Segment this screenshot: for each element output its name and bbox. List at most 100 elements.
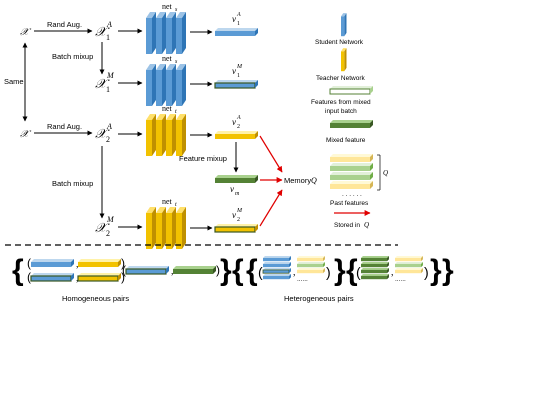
svg-text:}: }	[334, 254, 346, 287]
legend-student-icon	[341, 13, 347, 37]
svg-text:M: M	[236, 64, 243, 70]
svg-text:}: }	[220, 254, 232, 287]
svg-text:s: s	[175, 59, 178, 65]
label-vm: v m	[230, 184, 240, 197]
teacher-network-2	[146, 207, 186, 249]
svg-text:Stored in: Stored in	[334, 222, 360, 229]
svg-text:M: M	[106, 215, 115, 224]
svg-text:,: ,	[171, 266, 174, 277]
svg-text:v: v	[232, 14, 236, 24]
heterogeneous-pairs-label: Heterogeneous pairs	[284, 294, 354, 303]
svg-text:net: net	[162, 197, 173, 206]
svg-text:net: net	[162, 2, 173, 11]
legend-mixed-input-icon	[329, 85, 374, 95]
svg-text:1: 1	[237, 73, 240, 79]
ellipsis-1: ......	[297, 276, 308, 283]
svg-text:net: net	[162, 54, 173, 63]
edge-label-rand-aug-mid: Rand Aug.	[47, 122, 82, 131]
node-x2A: 𝒳 2 A	[95, 122, 112, 144]
svg-text:. . . . . .: . . . . . .	[342, 191, 362, 198]
edge-label-batch-mixup-top: Batch mixup	[52, 52, 93, 61]
node-x1A: 𝒳 1 A	[95, 20, 112, 42]
svg-text:v: v	[232, 117, 236, 127]
svg-text:}: }	[430, 254, 442, 287]
svg-text:Q: Q	[364, 221, 369, 229]
svg-text:{: {	[246, 254, 258, 287]
ellipsis-2: ......	[395, 276, 406, 283]
svg-text:A: A	[106, 122, 112, 131]
svg-text:net: net	[162, 104, 173, 113]
legend-mixed-input-label-1: Features from mixed	[311, 99, 371, 106]
svg-text:2: 2	[106, 229, 110, 238]
legend-student-label: Student Network	[315, 39, 364, 46]
edge-label-feature-mixup: Feature mixup	[179, 154, 227, 163]
svg-text:M: M	[106, 71, 115, 80]
svg-text:Q: Q	[311, 176, 317, 185]
node-x-mid: 𝒳	[20, 129, 32, 140]
arrow-v2A-to-memory	[259, 135, 283, 173]
edge-label-same: Same	[4, 77, 24, 86]
svg-text:M: M	[236, 208, 243, 214]
svg-text:t: t	[175, 109, 177, 115]
legend-past-features-label: Past features	[330, 200, 369, 207]
feature-bar-v1M	[214, 79, 259, 89]
svg-text:(: (	[258, 264, 263, 280]
svg-text:A: A	[106, 20, 112, 29]
homogeneous-pairs-group: { ( , ) ( , ) ( , ) }	[12, 254, 232, 287]
svg-text:,: ,	[293, 267, 296, 278]
svg-text:A: A	[236, 115, 241, 121]
svg-text:(: (	[122, 263, 126, 277]
svg-text:(: (	[356, 264, 361, 280]
legend-past-features-icon: . . . . . .	[330, 154, 381, 198]
edge-label-rand-aug-top: Rand Aug.	[47, 20, 82, 29]
svg-text:A: A	[236, 12, 241, 18]
pair-comma: ,	[76, 259, 79, 270]
svg-text:t: t	[175, 202, 177, 208]
svg-text:1: 1	[106, 85, 110, 94]
svg-text:): )	[216, 263, 220, 277]
label-net-s-1: net s	[162, 2, 178, 13]
svg-text:Memory: Memory	[284, 176, 311, 185]
legend-past-q: Q	[383, 169, 388, 177]
label-v2M: v 2 M	[232, 208, 243, 223]
svg-text:v: v	[232, 210, 236, 220]
svg-text:1: 1	[106, 33, 110, 42]
label-net-s-2: net s	[162, 54, 178, 65]
svg-text:m: m	[235, 191, 240, 197]
label-net-t-1: net t	[162, 104, 177, 115]
label-v2A: v 2 A	[232, 115, 241, 130]
node-x-top: 𝒳	[20, 27, 32, 38]
label-v1M: v 1 M	[232, 64, 243, 79]
svg-text:2: 2	[106, 135, 110, 144]
feature-bar-vm	[215, 175, 258, 183]
legend-stored-label: Stored in Q	[334, 221, 369, 229]
svg-text:,: ,	[76, 273, 79, 284]
node-x1M: 𝒳 1 M	[95, 71, 115, 94]
svg-text:(: (	[27, 270, 31, 284]
legend: Student Network Teacher Network Features…	[311, 13, 388, 229]
svg-text:1: 1	[237, 21, 240, 27]
svg-text:): )	[326, 264, 331, 280]
svg-text:}: }	[442, 254, 454, 287]
label-net-t-2: net t	[162, 197, 177, 208]
label-v1A: v 1 A	[232, 12, 241, 27]
svg-text:2: 2	[237, 217, 240, 223]
teacher-network-1	[146, 114, 186, 156]
student-network-2	[146, 64, 186, 106]
feature-bar-v2A	[215, 131, 258, 139]
svg-text:s: s	[175, 7, 178, 13]
svg-text:,: ,	[391, 267, 394, 278]
feature-bar-v1A	[215, 28, 258, 36]
svg-text:{: {	[232, 254, 244, 287]
homogeneous-pairs-label: Homogeneous pairs	[62, 294, 129, 303]
feature-bar-v2M	[214, 223, 259, 233]
svg-text:): )	[121, 256, 125, 270]
legend-teacher-icon	[341, 48, 347, 72]
svg-text:v: v	[232, 66, 236, 76]
memory-queue-label: Memory Q	[284, 176, 317, 185]
svg-text:{: {	[346, 254, 358, 287]
svg-text:): )	[121, 270, 125, 284]
student-network-1	[146, 12, 186, 54]
legend-teacher-label: Teacher Network	[316, 75, 366, 82]
